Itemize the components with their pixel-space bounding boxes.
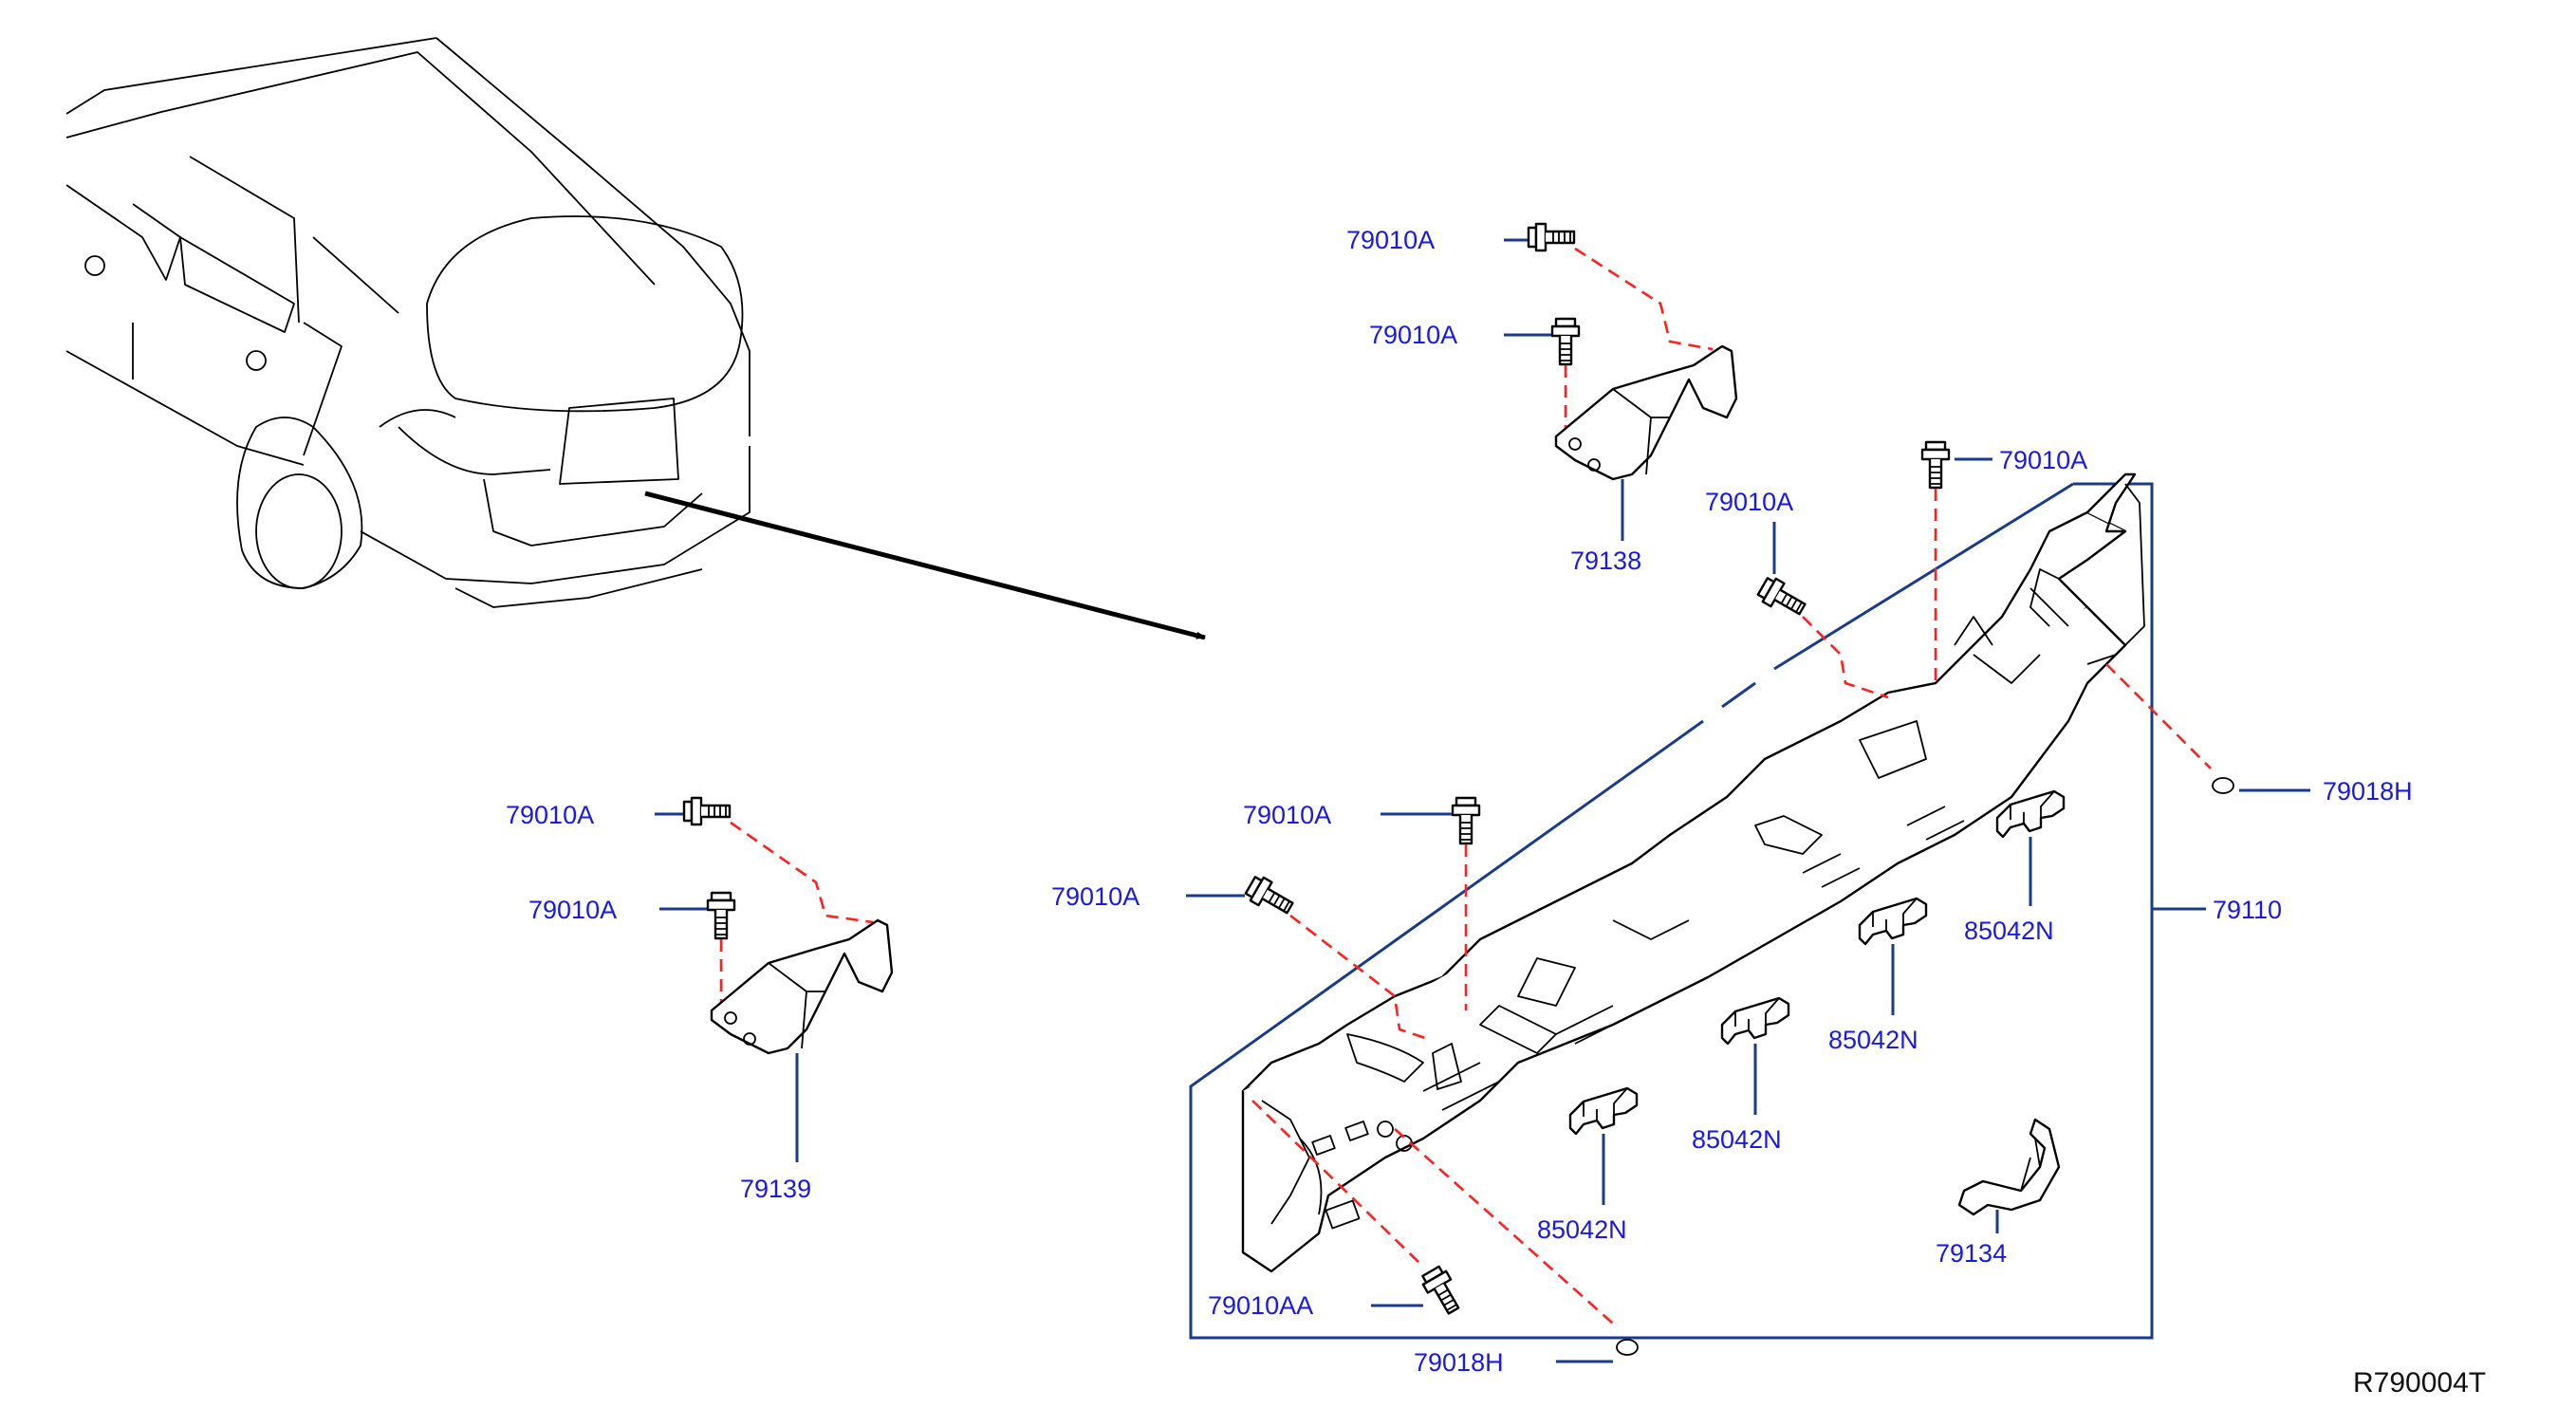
clip-icon[interactable] [1720,996,1790,1046]
part-number-label: 85042N [1828,1026,1918,1054]
clip-icon[interactable] [1568,1086,1639,1136]
part-number-label: 79139 [740,1175,811,1203]
bolt-icon[interactable] [1418,1263,1467,1319]
bolt-icon[interactable] [682,796,732,826]
bolt-icon[interactable] [1242,872,1298,921]
bolt-icon[interactable] [1527,222,1576,252]
plug-icon[interactable] [2212,777,2234,794]
bolt-icon[interactable] [706,891,736,940]
part-number-label: 79018H [1414,1348,1504,1377]
bolt-icon[interactable] [1451,796,1481,845]
small-bracket-shape[interactable] [1957,1118,2061,1216]
part-number-label: 79010A [1999,446,2087,474]
vehicle-rear-illustration [65,37,1206,640]
part-number-label: 79010A [506,801,594,829]
diagram-code: R790004T [2353,1367,2486,1399]
part-number-label: 85042N [1964,917,2054,945]
upper-bracket-group: 79010A 79010A 79138 [1346,222,1738,575]
part-number-label: 79110 [2213,896,2282,924]
part-number-label: 79010A [1705,488,1793,516]
clip-icon[interactable] [1858,897,1928,946]
upper-bracket-shape[interactable] [1554,344,1738,481]
bolt-icon[interactable] [1754,573,1810,622]
small-bracket-group: 79134 [1936,1118,2061,1268]
part-number-label: 79010A [1369,321,1457,349]
part-number-label: 79134 [1936,1239,2007,1268]
clips-group: 85042N 85042N 85042N 85042N [1537,789,2066,1244]
part-number-label: 85042N [1537,1215,1627,1244]
member-fasteners: 79010A 79010A 79010A 79010A 79010AA 7901… [1051,440,2413,1377]
rear-member[interactable] [1241,472,2145,1273]
part-number-label: 79138 [1570,547,1641,575]
left-bracket-shape[interactable] [710,918,894,1055]
part-number-label: 85042N [1692,1125,1782,1154]
bolt-icon[interactable] [1920,440,1951,490]
part-number-label: 79010A [1243,801,1331,829]
plug-icon[interactable] [1616,1339,1639,1356]
part-number-label: 79010A [1051,882,1140,911]
part-number-label: 79010A [1346,226,1435,254]
part-number-label: 79018H [2323,777,2413,806]
part-number-label: 79010A [528,896,617,924]
left-bracket-group: 79010A 79010A 79139 [506,796,894,1203]
bolt-icon[interactable] [1550,317,1581,366]
part-number-label: 79010AA [1208,1291,1313,1320]
